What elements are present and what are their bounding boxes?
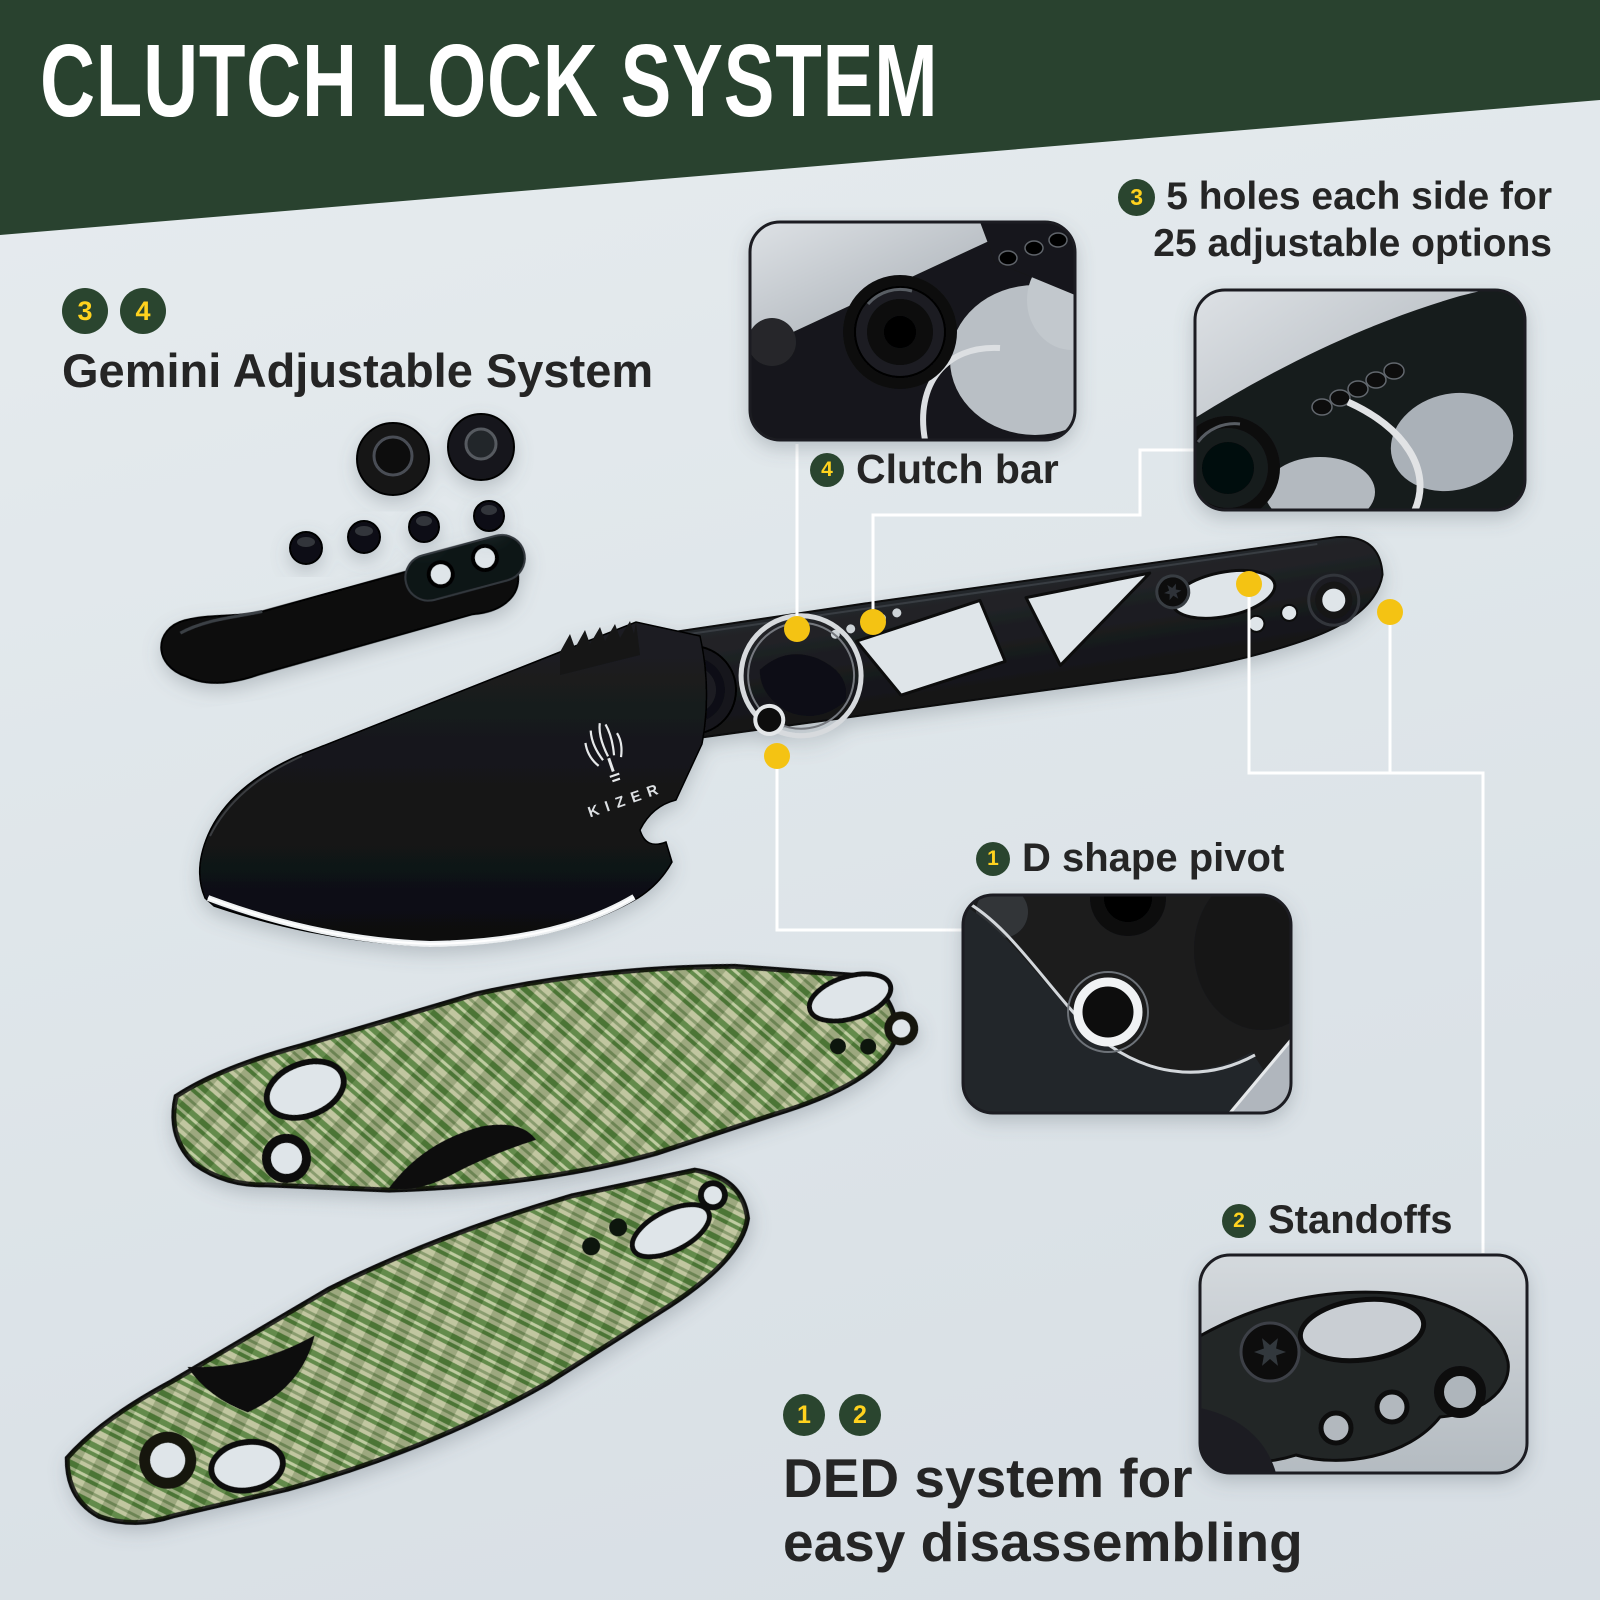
callout-d-pivot: 1 D shape pivot: [976, 836, 1284, 881]
badge-3-icon: 3: [62, 288, 108, 334]
body-screws: [289, 500, 505, 565]
badge-2-icon: 2: [839, 1394, 881, 1436]
badge-1-icon: 1: [976, 841, 1010, 876]
leader-dots: [764, 571, 1403, 769]
callout-ded: 1 2 DED system for easy disassembling: [783, 1394, 1303, 1574]
d-shape-pivot-hole: [753, 703, 786, 736]
page-title: CLUTCH LOCK SYSTEM: [40, 23, 939, 138]
five-holes-inset-photo: [1193, 288, 1527, 512]
standoffs-label: Standoffs: [1268, 1198, 1453, 1242]
handle-scale-back: [64, 1167, 751, 1525]
callout-five-holes: 3 5 holes each side for 25 adjustable op…: [1118, 174, 1552, 268]
five-holes-line1: 5 holes each side for: [1166, 175, 1552, 218]
five-holes-line2: 25 adjustable options: [1153, 221, 1552, 265]
badge-3-icon: 3: [1118, 178, 1156, 216]
clutch-bar-label: Clutch bar: [856, 446, 1059, 492]
standoffs-inset-photo: [1198, 1253, 1529, 1475]
clutch-bar-inset-photo: [748, 220, 1077, 442]
leader-line-d-pivot: [775, 756, 962, 932]
callout-gemini: 3 4 Gemini Adjustable System: [62, 288, 653, 398]
d-pivot-label: D shape pivot: [1022, 836, 1285, 880]
callout-dot: [784, 616, 810, 642]
ded-line1: DED system for: [783, 1447, 1193, 1509]
clutch-spring: [738, 613, 864, 739]
callout-dot: [1236, 571, 1262, 597]
scale-lock-recess: [187, 1335, 315, 1413]
badge-1-icon: 1: [783, 1394, 825, 1436]
knife-handle-liner: [620, 536, 1384, 743]
leader-lines: [775, 444, 1485, 1253]
callout-dot: [764, 743, 790, 769]
badge-4-icon: 4: [120, 288, 166, 334]
callout-standoffs: 2 Standoffs: [1222, 1198, 1452, 1243]
leader-line-standoffs-a: [1247, 584, 1485, 1253]
header-banner: [0, 0, 1600, 235]
callout-dot: [1377, 599, 1403, 625]
lanyard-hole: [1315, 581, 1353, 619]
d-pivot-inset-photo: [961, 893, 1293, 1115]
callout-clutch-bar: 4 Clutch bar: [810, 446, 1059, 493]
badge-2-icon: 2: [1222, 1203, 1256, 1238]
rear-standoff-screw: [1155, 574, 1191, 610]
leader-line-five-holes: [871, 448, 1195, 622]
callout-dot: [860, 609, 886, 635]
badge-4-icon: 4: [810, 452, 844, 487]
handle-scale-front: [171, 963, 919, 1193]
knife-illustration: KIZER: [198, 536, 1384, 948]
pivot-screws: [356, 413, 515, 496]
ded-line2: easy disassembling: [783, 1511, 1303, 1573]
scale-finger-notch: [388, 1124, 537, 1190]
pocket-clip: [160, 533, 526, 684]
gemini-label: Gemini Adjustable System: [62, 344, 654, 397]
